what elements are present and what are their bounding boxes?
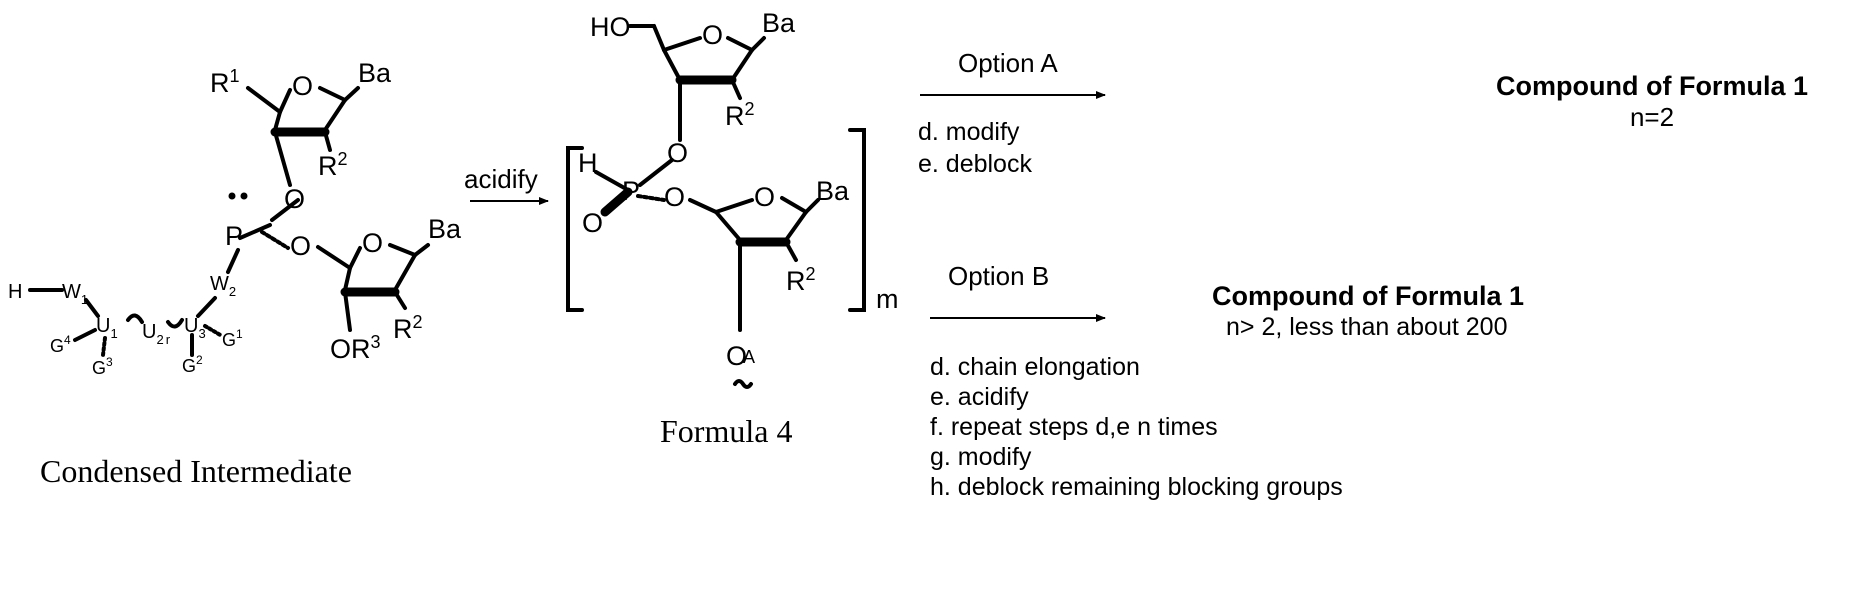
svg-text:U1: U1 bbox=[96, 315, 118, 341]
option-b-product-title: Compound of Formula 1 bbox=[1212, 281, 1524, 311]
option-b-step-e: e. acidify bbox=[930, 383, 1029, 411]
ho-label: HO bbox=[590, 12, 631, 42]
formula4-oa-sub: A bbox=[743, 347, 755, 367]
g4-label: G bbox=[50, 336, 64, 356]
condensed-intermediate-caption: Condensed Intermediate bbox=[40, 453, 352, 489]
bottom-r2-label: R bbox=[393, 314, 413, 344]
svg-text:R2: R2 bbox=[786, 264, 816, 296]
or3-label: OR bbox=[330, 334, 371, 364]
g1-sup: 1 bbox=[236, 327, 243, 341]
option-b-label: Option B bbox=[948, 261, 1049, 291]
svg-text:U3: U3 bbox=[184, 315, 206, 341]
svg-text:R2: R2 bbox=[725, 99, 755, 131]
r-sub: r bbox=[166, 332, 171, 347]
top-ring-oxygen: O bbox=[292, 71, 313, 101]
w1-sub: 1 bbox=[81, 292, 88, 307]
option-a-label: Option A bbox=[958, 48, 1058, 78]
top-base-label: Ba bbox=[358, 58, 392, 88]
option-b-step-f: f. repeat steps d,e n times bbox=[930, 413, 1218, 441]
svg-text:OA: OA bbox=[726, 341, 755, 371]
u3-label: U bbox=[184, 315, 198, 337]
bottom-base-label: Ba bbox=[428, 214, 462, 244]
phosphorus-label: P bbox=[225, 221, 243, 251]
option-a-step-e: e. deblock bbox=[918, 150, 1032, 178]
formula-4-structure: HO O Ba R2 O H P O O O Ba R2 OA m bbox=[568, 8, 899, 387]
w2-label: W bbox=[210, 273, 229, 295]
svg-text:G3: G3 bbox=[92, 355, 113, 378]
or3-sup: 3 bbox=[371, 332, 381, 352]
g4-sup: 4 bbox=[64, 333, 71, 347]
r1-sup: 1 bbox=[230, 66, 240, 86]
formula4-bottom-ring-oxygen: O bbox=[754, 182, 775, 212]
g3-sup: 3 bbox=[106, 355, 113, 369]
option-a-step-d: d. modify bbox=[918, 118, 1020, 146]
formula4-top-r2: R bbox=[725, 101, 745, 131]
option-b-step-d: d. chain elongation bbox=[930, 353, 1140, 381]
formula4-bottom-base: Ba bbox=[816, 176, 850, 206]
formula4-bottom-r2: R bbox=[786, 266, 806, 296]
svg-text:W2: W2 bbox=[210, 273, 236, 299]
g2-sup: 2 bbox=[196, 353, 203, 367]
svg-text:U2r: U2r bbox=[142, 321, 171, 347]
g1-label: G bbox=[222, 330, 236, 350]
formula4-top-r2-sup: 2 bbox=[745, 99, 755, 119]
link-oxygen-2: O bbox=[290, 231, 311, 261]
svg-text:R2: R2 bbox=[318, 149, 348, 181]
formula-4-caption: Formula 4 bbox=[660, 413, 792, 449]
option-b-step-h: h. deblock remaining blocking groups bbox=[930, 473, 1343, 501]
svg-text:G1: G1 bbox=[222, 327, 243, 350]
option-b-product-sub: n> 2, less than about 200 bbox=[1226, 313, 1507, 341]
top-r2-label: R bbox=[318, 151, 338, 181]
condensed-intermediate-structure: R1 O Ba R2 O P O O Ba R2 OR3 H W1 W2 U1 … bbox=[8, 58, 462, 378]
formula4-bottom-r2-sup: 2 bbox=[806, 264, 816, 284]
g2-label: G bbox=[182, 356, 196, 376]
formula4-top-base: Ba bbox=[762, 8, 796, 38]
hydrogen-label: H bbox=[8, 281, 22, 303]
formula4-link-oxygen-2: O bbox=[664, 182, 685, 212]
svg-text:G4: G4 bbox=[50, 333, 71, 356]
svg-text:W1: W1 bbox=[62, 281, 88, 307]
u1-sub: 1 bbox=[110, 326, 117, 341]
svg-text:R2: R2 bbox=[393, 312, 423, 344]
u1-label: U bbox=[96, 315, 110, 337]
w2-sub: 2 bbox=[229, 284, 236, 299]
svg-text:R1: R1 bbox=[210, 66, 240, 98]
link-oxygen: O bbox=[284, 184, 305, 214]
option-a-product-title: Compound of Formula 1 bbox=[1496, 71, 1808, 101]
formula4-double-oxygen: O bbox=[582, 208, 603, 238]
option-a-product-sub: n=2 bbox=[1630, 102, 1674, 132]
formula4-hydrogen: H bbox=[578, 148, 598, 178]
svg-text:G2: G2 bbox=[182, 353, 203, 376]
g3-label: G bbox=[92, 358, 106, 378]
r1-label: R bbox=[210, 68, 230, 98]
bottom-ring-oxygen: O bbox=[362, 228, 383, 258]
u2-label: U bbox=[142, 321, 156, 343]
repeat-index-m: m bbox=[876, 284, 899, 314]
formula4-phosphorus: P bbox=[622, 176, 640, 206]
u3-sub: 3 bbox=[198, 326, 205, 341]
top-r2-sup: 2 bbox=[338, 149, 348, 169]
w1-label: W bbox=[62, 281, 81, 303]
option-b-step-g: g. modify bbox=[930, 443, 1032, 471]
svg-text:OR3: OR3 bbox=[330, 332, 381, 364]
bottom-r2-sup: 2 bbox=[413, 312, 423, 332]
formula4-link-oxygen: O bbox=[667, 138, 688, 168]
formula4-top-ring-oxygen: O bbox=[702, 20, 723, 50]
acidify-label: acidify bbox=[464, 164, 538, 194]
u2-sub: 2 bbox=[156, 332, 163, 347]
